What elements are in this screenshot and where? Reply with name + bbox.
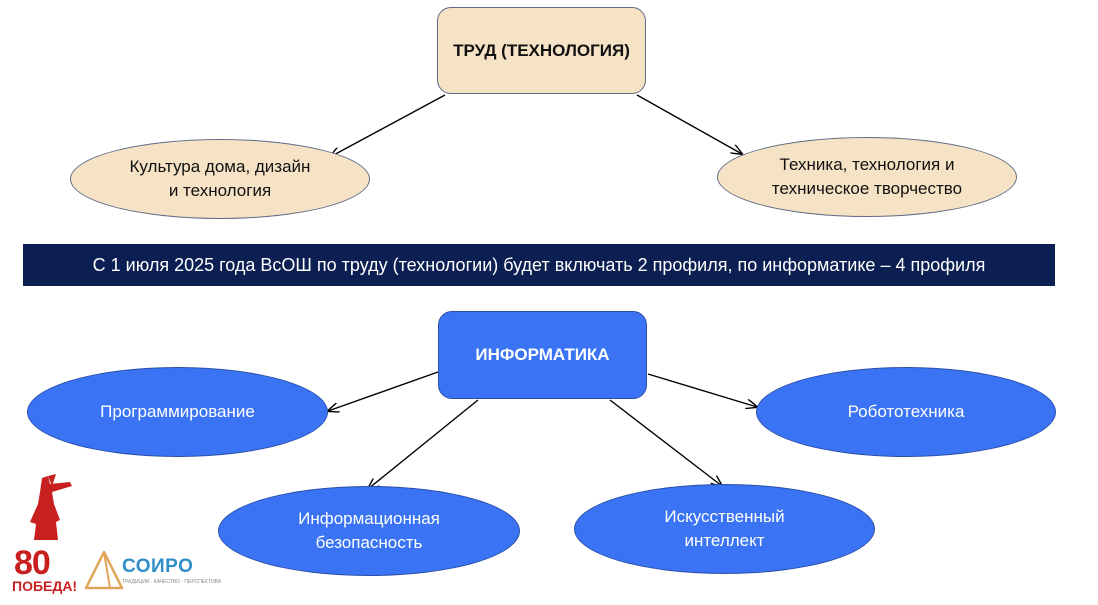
arrow-to-home-culture <box>330 94 446 157</box>
victory-number: 80 <box>14 544 51 582</box>
arrow-to-technical-creativity <box>636 94 742 154</box>
profile-information-security: Информационная безопасность <box>218 486 520 576</box>
arrow-to-ai <box>609 399 722 486</box>
profile-robotics: Робототехника <box>756 367 1056 457</box>
profile-technical-creativity-label: Техника, технология и техническое творче… <box>771 155 963 198</box>
profile-information-security-label: Информационная безопасность <box>298 509 440 552</box>
profile-home-culture-design: Культура дома, дизайн и технология <box>70 139 370 219</box>
soiro-tagline: ТРАДИЦИИ · КАЧЕСТВО · ПЕРСПЕКТИВА <box>122 579 222 585</box>
arrow-to-programming <box>328 371 439 411</box>
arrow-to-infosec <box>368 399 479 489</box>
profile-artificial-intelligence: Искусственный интеллект <box>574 484 875 574</box>
motherland-statue-icon <box>30 474 72 540</box>
tech-root-node: ТРУД (ТЕХНОЛОГИЯ) <box>437 7 646 94</box>
soiro-pyramid-icon <box>84 550 124 590</box>
profile-home-culture-design-label: Культура дома, дизайн и технология <box>129 157 311 200</box>
profile-programming: Программирование <box>27 367 328 457</box>
victory-word: ПОБЕДА! <box>12 578 78 594</box>
soiro-name: СОИРО <box>122 556 194 577</box>
announcement-text: С 1 июля 2025 года ВсОШ по труду (технол… <box>92 254 986 275</box>
soiro-logo: СОИРО ТРАДИЦИИ · КАЧЕСТВО · ПЕРСПЕКТИВА <box>84 548 221 594</box>
announcement-banner: С 1 июля 2025 года ВсОШ по труду (технол… <box>23 244 1055 286</box>
profile-artificial-intelligence-label: Искусственный интеллект <box>664 507 785 550</box>
arrow-to-robotics <box>647 373 757 407</box>
informatics-root-label: ИНФОРМАТИКА <box>475 345 610 364</box>
victory-80-logo: 80 ПОБЕДА! <box>12 474 78 598</box>
profile-technical-creativity: Техника, технология и техническое творче… <box>717 137 1017 217</box>
informatics-root-node: ИНФОРМАТИКА <box>438 311 647 399</box>
profile-robotics-label: Робототехника <box>847 402 965 421</box>
tech-root-label: ТРУД (ТЕХНОЛОГИЯ) <box>453 40 630 60</box>
profile-programming-label: Программирование <box>100 402 255 421</box>
